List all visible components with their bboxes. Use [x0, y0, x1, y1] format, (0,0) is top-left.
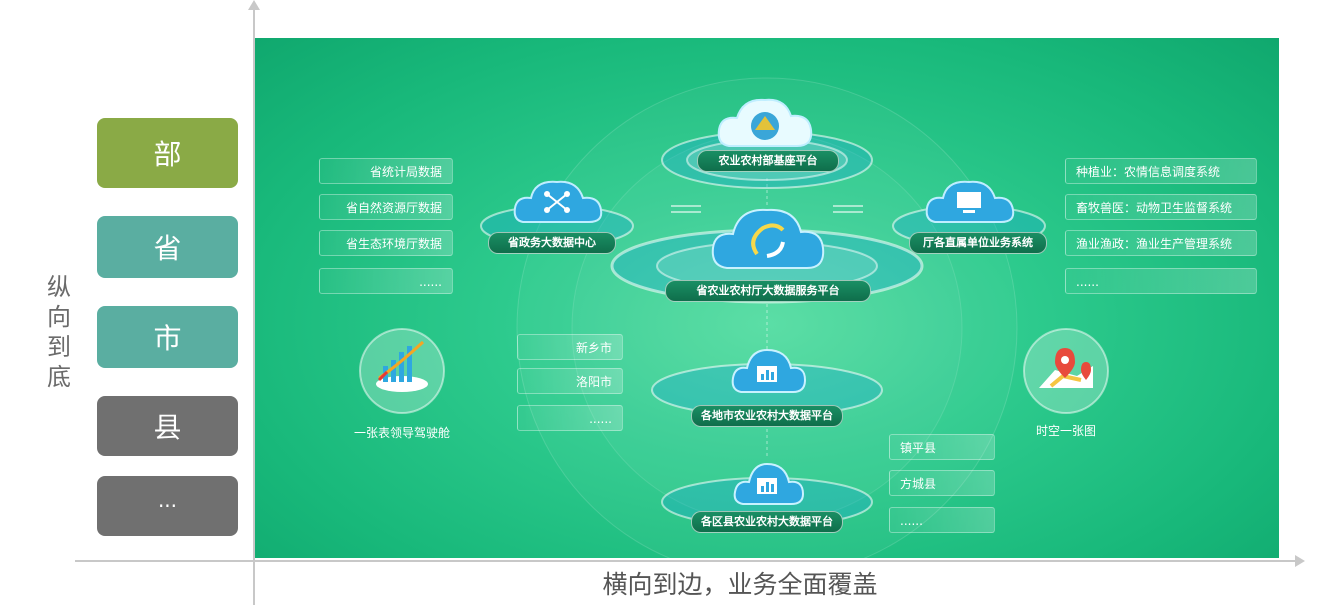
vertical-axis-arrow-icon — [248, 0, 260, 10]
horizontal-axis-label: 横向到边，业务全面覆盖 — [602, 570, 878, 599]
county-more: ...... — [889, 507, 995, 533]
map-pin-icon — [1023, 328, 1109, 414]
level-county: 县 — [97, 396, 238, 456]
system-fishery: 渔业渔政：渔业生产管理系统 — [1065, 230, 1257, 256]
county-zhenping: 镇平县 — [889, 434, 995, 460]
source-ecology-environment: 省生态环境厅数据 — [319, 230, 453, 256]
city-chart-cloud-icon — [651, 348, 883, 417]
horizontal-axis-arrow-icon — [1295, 555, 1305, 567]
level-city: 市 — [97, 306, 238, 368]
county-fangcheng: 方城县 — [889, 470, 995, 496]
system-more: ...... — [1065, 268, 1257, 294]
provincial-big-data-center-label: 省政务大数据中心 — [488, 232, 616, 254]
city-more: ...... — [517, 405, 623, 431]
ministry-cloud-icon — [661, 98, 873, 189]
central-platform-label: 省农业农村厅大数据服务平台 — [665, 280, 871, 302]
level-more: ··· — [97, 476, 238, 536]
source-more: ...... — [319, 268, 453, 294]
level-province: 省 — [97, 216, 238, 278]
level-ministry: 部 — [97, 118, 238, 188]
system-planting: 种植业：农情信息调度系统 — [1065, 158, 1257, 184]
vertical-axis — [253, 6, 255, 605]
source-natural-resources: 省自然资源厅数据 — [319, 194, 453, 220]
bar-chart-icon — [359, 328, 445, 414]
vertical-axis-label: 纵向到底 — [47, 273, 71, 391]
county-platform-label: 各区县农业农村大数据平台 — [691, 511, 843, 533]
city-platform-label: 各地市农业农村大数据平台 — [691, 405, 843, 427]
city-luoyang: 洛阳市 — [517, 368, 623, 394]
background-rings — [516, 77, 1018, 558]
city-xinxiang: 新乡市 — [517, 334, 623, 360]
map-caption: 时空一张图 — [1035, 424, 1096, 438]
system-livestock: 畜牧兽医：动物卫生监督系统 — [1065, 194, 1257, 220]
source-stats-bureau: 省统计局数据 — [319, 158, 453, 184]
architecture-panel: 农业农村部基座平台 省政务大数据中心 厅各直属单位业务系统 省农业农村厅大数据服… — [255, 38, 1279, 558]
department-units-label: 厅各直属单位业务系统 — [909, 232, 1047, 254]
cockpit-caption: 一张表领导驾驶舱 — [353, 426, 450, 440]
horizontal-axis — [75, 560, 1297, 562]
ministry-platform-label: 农业农村部基座平台 — [697, 150, 839, 172]
